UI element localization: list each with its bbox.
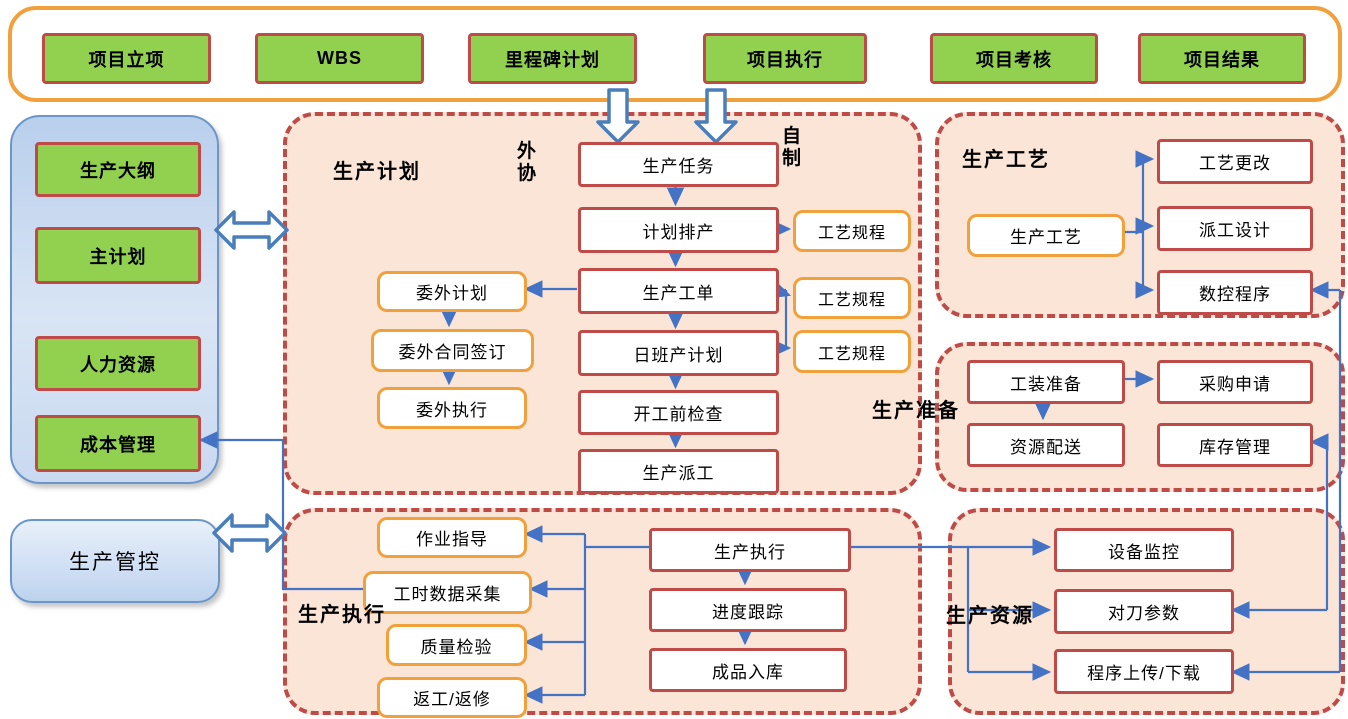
- node-production-control: 生产管控: [10, 519, 220, 603]
- node-production-task: 生产任务: [578, 142, 779, 187]
- double-arrow-icon: [212, 513, 287, 553]
- node-process-change: 工艺更改: [1157, 139, 1313, 184]
- node-production-execution: 生产执行: [649, 528, 851, 572]
- flow-arrows: [198, 150, 1342, 704]
- node-process-spec-3: 工艺规程: [793, 330, 911, 373]
- region-label-production-craft: 生产工艺: [962, 149, 1050, 171]
- node-labor-hour-data-collection: 工时数据采集: [363, 571, 532, 614]
- label-inhouse: 自制: [782, 126, 802, 170]
- node-project-execution: 项目执行: [703, 33, 867, 84]
- node-human-resources: 人力资源: [35, 336, 201, 391]
- region-label-production-plan: 生产计划: [333, 161, 421, 183]
- node-resource-delivery: 资源配送: [967, 423, 1125, 467]
- node-production-craft-source: 生产工艺: [967, 214, 1125, 257]
- node-purchase-request: 采购申请: [1157, 360, 1313, 404]
- node-project-assessment: 项目考核: [930, 33, 1098, 84]
- node-production-outline: 生产大纲: [35, 142, 201, 197]
- node-plan-scheduling: 计划排产: [578, 207, 779, 253]
- node-finished-goods-storage: 成品入库: [649, 648, 847, 692]
- node-progress-tracking: 进度跟踪: [649, 588, 847, 632]
- node-rework-repair: 返工/返修: [377, 677, 527, 718]
- label-outsource: 外协: [517, 141, 537, 185]
- region-label-production-resource: 生产资源: [946, 605, 1034, 627]
- node-outsourcing-execution: 委外执行: [377, 387, 527, 429]
- node-production-work-order: 生产工单: [578, 268, 779, 314]
- down-block-arrow-icon: [596, 88, 640, 144]
- region-label-production-exec: 生产执行: [298, 604, 386, 626]
- node-dispatch-design: 派工设计: [1157, 206, 1313, 251]
- node-nc-program: 数控程序: [1157, 270, 1313, 315]
- node-pre-start-check: 开工前检查: [578, 390, 779, 435]
- region-label-production-prep: 生产准备: [872, 400, 960, 422]
- node-wbs: WBS: [255, 33, 424, 84]
- node-daily-shift-plan: 日班产计划: [578, 330, 779, 376]
- node-project-result: 项目结果: [1138, 33, 1306, 84]
- node-cost-management: 成本管理: [35, 415, 201, 472]
- node-project-initiation: 项目立项: [42, 33, 211, 84]
- node-inventory-management: 库存管理: [1157, 423, 1313, 467]
- down-block-arrow-icon: [694, 88, 738, 144]
- node-outsourcing-plan: 委外计划: [377, 271, 527, 312]
- node-process-spec-2: 工艺规程: [793, 277, 911, 319]
- node-outsourcing-contract: 委外合同签订: [371, 329, 534, 372]
- node-process-spec-1: 工艺规程: [793, 210, 911, 252]
- node-milestone-plan: 里程碑计划: [468, 33, 637, 84]
- node-production-dispatch: 生产派工: [578, 449, 779, 494]
- node-tool-setting-parameters: 对刀参数: [1054, 589, 1234, 634]
- node-work-instruction: 作业指导: [377, 517, 527, 558]
- double-arrow-icon: [214, 210, 289, 250]
- node-tooling-preparation: 工装准备: [967, 360, 1125, 404]
- node-quality-inspection: 质量检验: [386, 624, 527, 666]
- node-program-upload-download: 程序上传/下载: [1054, 649, 1234, 694]
- node-master-plan: 主计划: [35, 227, 201, 284]
- node-equipment-monitoring: 设备监控: [1054, 528, 1234, 572]
- project-lifecycle-bar: [8, 6, 1342, 102]
